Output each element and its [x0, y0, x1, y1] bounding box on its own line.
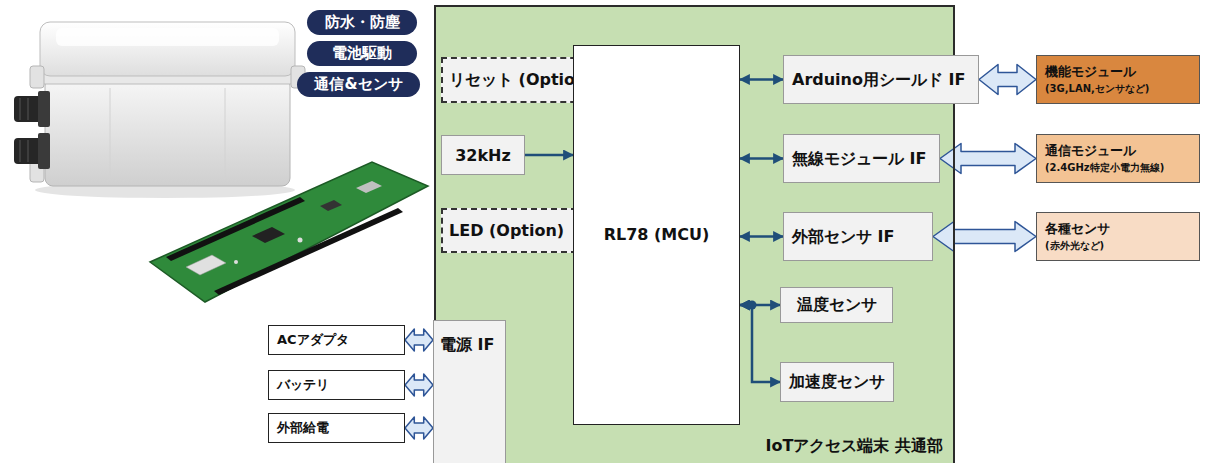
signal-arrow	[525, 155, 573, 156]
sensor-box: 加速度センサ	[780, 362, 894, 402]
signal-arrow	[740, 301, 780, 383]
power-source-box: ACアダプタ	[268, 325, 405, 355]
node-label: Arduino用シールド IF	[792, 70, 965, 90]
option-box: LED (Option)	[441, 208, 577, 253]
common-panel: IoTアクセス端末 共通部リセット (Option)32kHzLED (Opti…	[434, 5, 955, 463]
node-label: 外部給電	[277, 419, 329, 437]
module-box: 各種センサ(赤外光など)	[1036, 212, 1200, 261]
feature-badge: 通信&センサ	[297, 72, 420, 97]
node-label: LED (Option)	[449, 221, 564, 240]
node-label: 電源 IF	[440, 335, 494, 355]
node-label: IoTアクセス端末 共通部	[766, 436, 943, 457]
interface-arrow	[405, 329, 433, 351]
node-sublabel: (3G,LAN,センサなど)	[1045, 82, 1149, 96]
node-label: 電池駆動	[332, 44, 392, 63]
node-label: 通信&センサ	[314, 75, 402, 94]
power-source-box: バッテリ	[268, 370, 405, 400]
clock-box: 32kHz	[441, 135, 525, 175]
signal-arrow	[740, 79, 783, 80]
node-sublabel: (赤外光など)	[1045, 239, 1104, 253]
interface-arrow	[405, 417, 433, 439]
node-sublabel: (2.4GHz特定小電力無線)	[1045, 161, 1164, 175]
node-label: 通信モジュール	[1045, 142, 1136, 160]
interface-box: Arduino用シールド IF	[783, 55, 979, 104]
node-label: 各種センサ	[1045, 220, 1110, 238]
node-label: 防水・防塵	[325, 13, 400, 32]
node-label: 無線モジュール IF	[792, 149, 926, 169]
node-label: RL78 (MCU)	[604, 226, 710, 244]
power-interface-box: 電源 IF	[433, 320, 506, 463]
node-label: 温度センサ	[797, 295, 877, 316]
power-source-box: 外部給電	[268, 413, 405, 443]
interface-arrow	[933, 222, 1036, 252]
node-label: バッテリ	[277, 376, 329, 394]
feature-badge: 防水・防塵	[307, 10, 417, 35]
feature-badge: 電池駆動	[307, 41, 417, 66]
signal-arrow	[740, 236, 783, 237]
module-box: 通信モジュール(2.4GHz特定小電力無線)	[1036, 134, 1200, 183]
signal-arrow	[740, 158, 783, 159]
enclosure	[14, 22, 305, 198]
circuit-board	[150, 162, 428, 302]
node-label: 加速度センサ	[789, 372, 885, 393]
interface-box: 無線モジュール IF	[783, 134, 940, 183]
node-label: 外部センサ IF	[792, 227, 894, 247]
sensor-box: 温度センサ	[780, 287, 893, 323]
interface-arrow	[979, 65, 1036, 95]
node-label: 機能モジュール	[1045, 63, 1136, 81]
interface-arrow	[405, 374, 433, 396]
node-label: 32kHz	[455, 146, 511, 165]
interface-box: 外部センサ IF	[783, 212, 933, 261]
module-box: 機能モジュール(3G,LAN,センサなど)	[1036, 55, 1200, 104]
node-label: ACアダプタ	[277, 331, 349, 349]
mcu-box: RL78 (MCU)	[573, 45, 740, 425]
